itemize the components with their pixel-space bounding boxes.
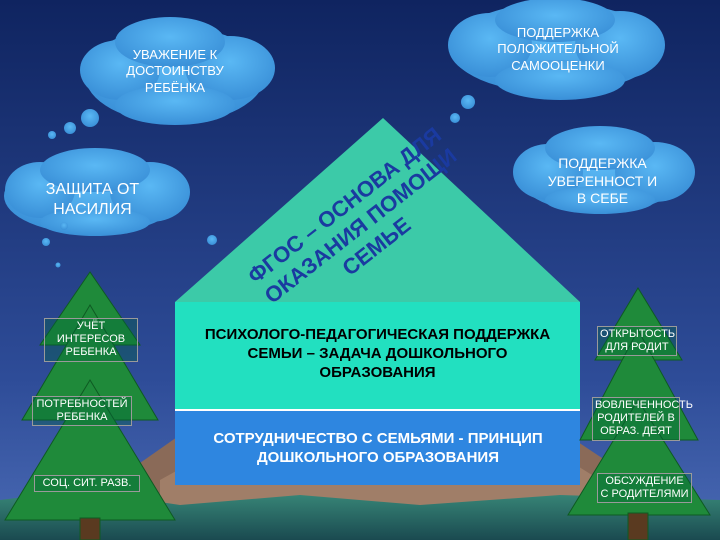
house-lower-text: СОТРУДНИЧЕСТВО С СЕМЬЯМИ - ПРИНЦИП ДОШКО…	[178, 430, 578, 468]
cloud-confidence-text: ПОДДЕРЖКА УВЕРЕННОСТ И В СЕБЕ	[545, 155, 660, 208]
cloud-respect-text: УВАЖЕНИЕ К ДОСТОИНСТВУ РЕБЁНКА	[105, 47, 245, 96]
left-tree-label-bottom: СОЦ. СИТ. РАЗВ.	[34, 475, 140, 492]
cloud-self-esteem-text: ПОДДЕРЖКА ПОЛОЖИТЕЛЬНОЙ САМООЦЕНКИ	[478, 25, 638, 74]
left-tree-label-middle: ПОТРЕБНОСТЕЙ РЕБЕНКА	[32, 396, 132, 426]
right-tree-label-top: ОТКРЫТОСТЬ ДЛЯ РОДИТ	[597, 326, 677, 356]
left-tree-label-top: УЧЁТ ИНТЕРЕСОВ РЕБЕНКА	[44, 318, 138, 362]
right-tree-label-bottom: ОБСУЖДЕНИЕ С РОДИТЕЛЯМИ	[597, 473, 692, 503]
right-tree-label-middle: ВОВЛЕЧЕННОСТЬ РОДИТЕЛЕЙ В ОБРАЗ. ДЕЯТ	[592, 397, 680, 441]
cloud-protection-text: ЗАЩИТА ОТ НАСИЛИЯ	[30, 180, 155, 220]
house-upper-text: ПСИХОЛОГО-ПЕДАГОГИЧЕСКАЯ ПОДДЕРЖКА СЕМЬИ…	[190, 326, 565, 382]
